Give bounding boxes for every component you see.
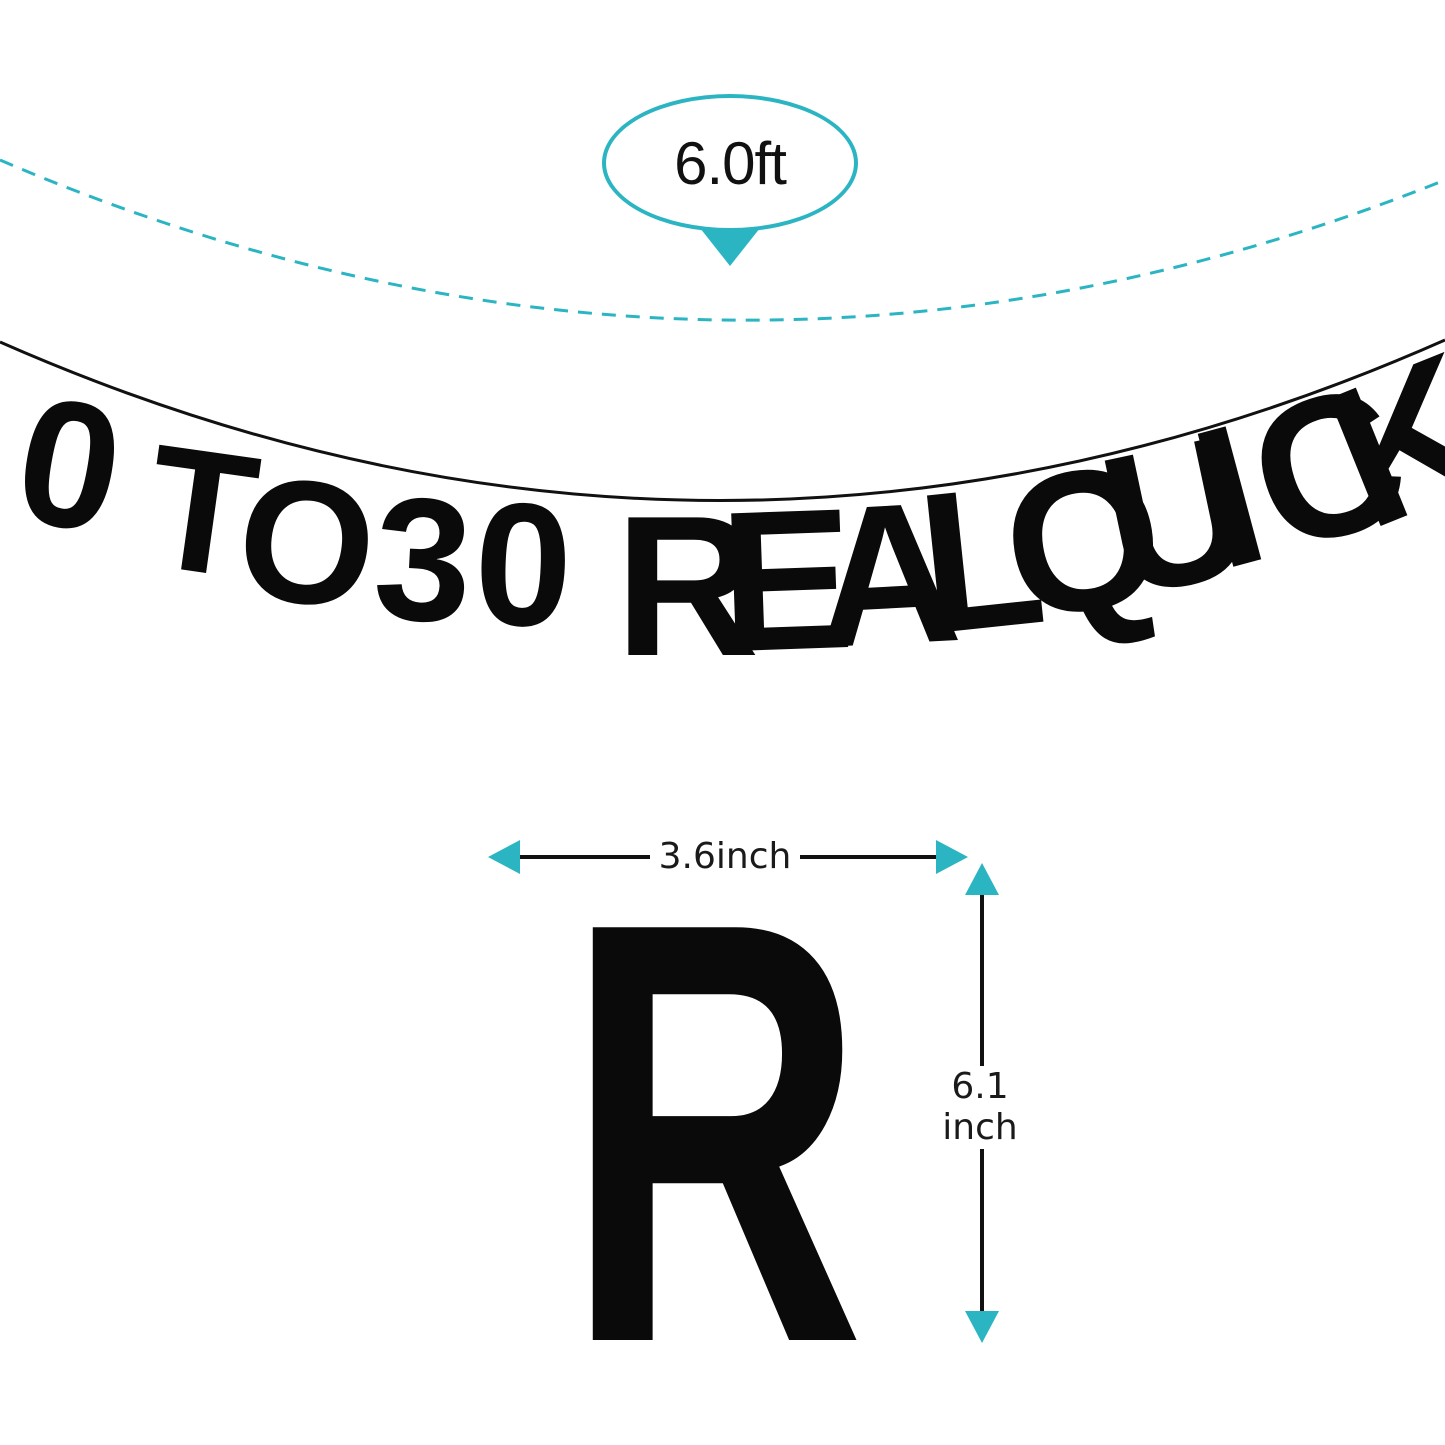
width-label: 3.6inch bbox=[650, 836, 800, 878]
arrow-right-icon bbox=[936, 840, 968, 874]
height-label-unit: inch bbox=[942, 1107, 1018, 1149]
height-label-value: 6.1 bbox=[951, 1066, 1009, 1107]
banner-letter-E: E bbox=[716, 467, 857, 695]
bubble-pointer-icon bbox=[700, 228, 760, 266]
length-dashed-arc bbox=[0, 158, 1445, 322]
height-label: 6.1 inch bbox=[930, 1066, 1030, 1149]
banner-letter-Q: Q bbox=[989, 419, 1178, 664]
banner-letter-O: O bbox=[229, 439, 385, 647]
banner-letter-R: R bbox=[615, 475, 759, 698]
banner-letters: 0 T O 3 0 R E A L Q U I C K bbox=[3, 310, 1445, 698]
length-callout-bubble: 6.0ft bbox=[602, 94, 858, 232]
banner-letter-0: 0 bbox=[3, 358, 136, 573]
arrow-up-icon bbox=[965, 863, 999, 895]
sample-letter: R bbox=[565, 798, 865, 1445]
length-label: 6.0ft bbox=[674, 129, 787, 197]
banner-letter-L: L bbox=[909, 442, 1054, 677]
arrow-left-icon bbox=[488, 840, 520, 874]
banner-string bbox=[0, 338, 1445, 502]
banner-letter-3: 3 bbox=[369, 461, 476, 661]
banner-letter-A: A bbox=[810, 460, 966, 690]
arrow-down-icon bbox=[965, 1311, 999, 1343]
banner-letter-0b: 0 bbox=[471, 466, 575, 664]
